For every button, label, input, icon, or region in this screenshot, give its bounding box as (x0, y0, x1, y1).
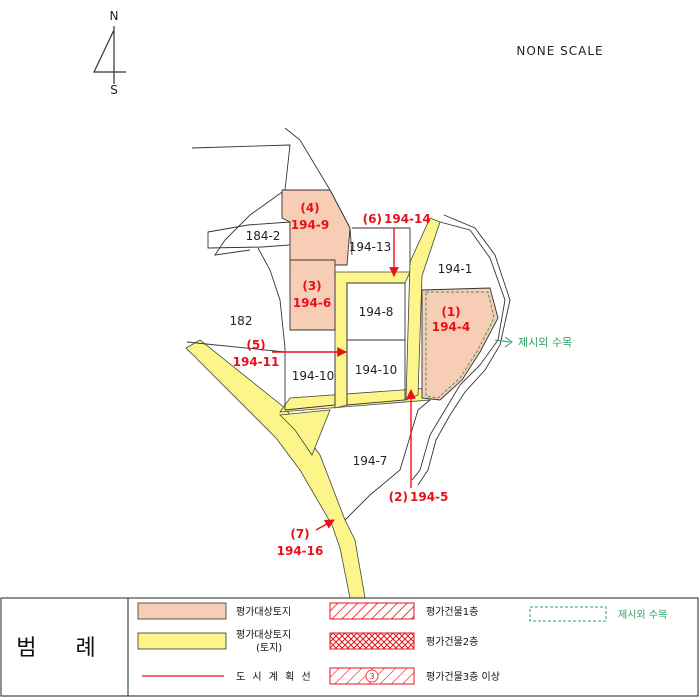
target-parcels (281, 189, 499, 401)
parcel-label: 194-10 (292, 369, 335, 383)
target-lot: 194-16 (277, 544, 324, 558)
legend-building3-label: 평가건물3층 이상 (426, 671, 500, 683)
scale-note: NONE SCALE (516, 44, 603, 58)
legend-swatch-building1 (329, 602, 415, 620)
parcel-194-4 (421, 287, 499, 401)
parcel-label: 194-1 (438, 262, 473, 276)
legend-building1-label: 평가건물1층 (426, 606, 478, 618)
trees-pointer (494, 339, 511, 343)
parcel-194-6 (289, 259, 336, 331)
target-lot: 194-11 (233, 355, 280, 369)
target-lot: 194-4 (432, 320, 470, 334)
parcel-boundaries (186, 127, 511, 521)
legend-road-label: 평가대상토지 (236, 629, 291, 641)
legend: 범 례 평가대상토지 평가대상토지 (토지) 도 시 계 획 선 평가건물1층 … (0, 597, 699, 697)
north-arrow-icon: N S (93, 9, 126, 97)
legend-building2-label: 평가건물2층 (426, 636, 478, 648)
parcel-label: 194-7 (353, 454, 388, 468)
target-no: (2) (389, 490, 408, 504)
excluded-trees-label: 제시외 수목 (518, 336, 572, 349)
legend-title: 범 례 (16, 636, 111, 661)
target-lot: 194-9 (291, 218, 329, 232)
parcel-label: 194-13 (349, 240, 392, 254)
target-lot: 194-5 (410, 490, 448, 504)
legend-plan-label: 도 시 계 획 선 (236, 671, 313, 683)
target-no: (1) (441, 305, 460, 319)
parcel-label: 182 (230, 314, 253, 328)
legend-swatch-trees (529, 606, 607, 622)
legend-swatch-building2 (329, 632, 415, 650)
parcel-label: 184-2 (246, 229, 281, 243)
south-label: S (110, 83, 118, 97)
target-no: (6) (363, 212, 382, 226)
north-label: N (110, 9, 119, 23)
excluded-trees-area (425, 291, 495, 399)
legend-swatch-road (137, 632, 227, 650)
road-network (185, 217, 441, 599)
target-no: (4) (300, 201, 319, 215)
legend-road-sub: (토지) (256, 642, 282, 654)
parcel-label: 194-8 (359, 305, 394, 319)
target-no: (3) (302, 279, 321, 293)
legend-trees-label: 제시외 수목 (618, 609, 667, 621)
legend-target-label: 평가대상토지 (236, 606, 291, 618)
parcel-label: 194-10 (355, 363, 398, 377)
target-no: (5) (246, 338, 265, 352)
target-lot: 194-14 (384, 212, 431, 226)
legend-swatch-target (137, 602, 227, 620)
callout-arrows (272, 228, 416, 531)
legend-building3-mark: 3 (369, 672, 374, 681)
target-lot: 194-6 (293, 296, 331, 310)
target-no: (7) (290, 527, 309, 541)
